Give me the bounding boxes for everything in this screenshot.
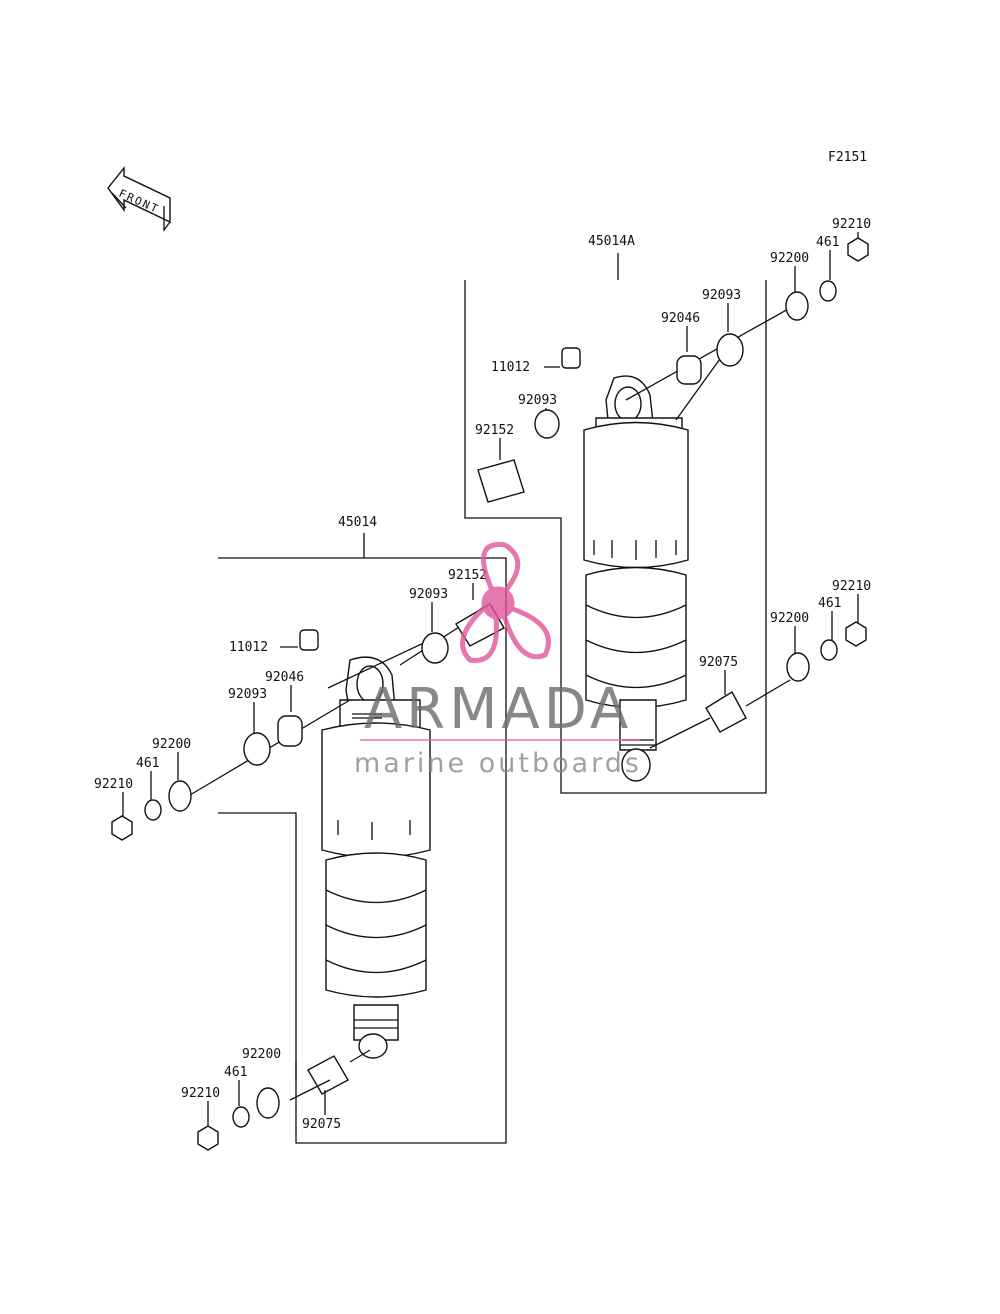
part-label-92046-B: 92046 xyxy=(265,670,304,685)
assembly-45014: 45014 92152 92093 11012 92046 92093 xyxy=(94,515,507,1151)
lock-washer-icon xyxy=(820,639,838,661)
plate-washer-icon xyxy=(786,652,810,682)
front-arrow-icon: FRONT xyxy=(107,166,171,232)
part-label-92093-mid-B: 92093 xyxy=(228,687,267,702)
assembly-45014A: 45014A 92210 461 92200 92093 92 xyxy=(464,217,871,794)
plate-washer-icon xyxy=(256,1087,280,1119)
part-label-92210-bot-A: 92210 xyxy=(832,579,871,594)
part-label-92210-bot-B: 92210 xyxy=(181,1086,220,1101)
part-label-92075-A: 92075 xyxy=(699,655,738,670)
bushing-icon xyxy=(705,691,747,733)
part-label-92075-B: 92075 xyxy=(302,1117,341,1132)
assembly-label-45014A: 45014A xyxy=(588,234,635,249)
sleeve-icon xyxy=(477,459,525,503)
watermark-brand: ARMADA xyxy=(364,677,632,742)
part-label-92152-B: 92152 xyxy=(448,568,487,583)
lock-washer-icon xyxy=(819,280,837,302)
part-label-92210-B: 92210 xyxy=(94,777,133,792)
part-label-461-B: 461 xyxy=(136,756,159,771)
plate-washer-icon xyxy=(785,291,809,321)
lock-washer-icon xyxy=(144,799,162,821)
watermark-tagline: marine outboards xyxy=(354,748,642,779)
part-label-92200-B: 92200 xyxy=(152,737,191,752)
part-label-92210-top-A: 92210 xyxy=(832,217,871,232)
shock-absorber-45014 xyxy=(189,619,471,1059)
hex-bolt-icon xyxy=(845,621,867,647)
part-label-92046-A: 92046 xyxy=(661,311,700,326)
hex-bolt-icon xyxy=(197,1125,219,1151)
part-label-11012-A: 11012 xyxy=(491,360,530,375)
oil-seal-2-icon xyxy=(534,409,560,439)
hex-bolt-icon xyxy=(847,237,869,262)
grease-nipple-icon xyxy=(299,629,319,651)
grease-nipple-icon xyxy=(561,347,581,369)
hex-bolt-icon xyxy=(111,815,133,841)
oil-seal-icon xyxy=(421,632,449,664)
oil-seal-icon xyxy=(716,333,744,367)
part-label-92093-top-A: 92093 xyxy=(702,288,741,303)
assembly-label-45014: 45014 xyxy=(338,515,377,530)
part-label-92093-mid-A: 92093 xyxy=(518,393,557,408)
needle-bearing-icon xyxy=(676,355,702,385)
propeller-logo-icon xyxy=(460,542,551,663)
oil-seal-2-icon xyxy=(243,732,271,766)
part-label-11012-B: 11012 xyxy=(229,640,268,655)
lock-washer-icon xyxy=(232,1106,250,1128)
part-label-461-bot-A: 461 xyxy=(818,596,841,611)
needle-bearing-icon xyxy=(277,715,303,747)
part-label-92093-top-B: 92093 xyxy=(409,587,448,602)
plate-washer-icon xyxy=(168,780,192,812)
part-label-461-top-A: 461 xyxy=(816,235,839,250)
part-label-92200-top-A: 92200 xyxy=(770,251,809,266)
armada-watermark: ARMADA marine outboards xyxy=(354,542,642,779)
part-label-92200-bot-A: 92200 xyxy=(770,611,809,626)
figure-code: F2151 xyxy=(828,150,867,165)
part-label-92200-bot-B: 92200 xyxy=(242,1047,281,1062)
part-label-461-bot-B: 461 xyxy=(224,1065,247,1080)
shock-absorber-45014A xyxy=(583,307,791,782)
part-label-92152-A: 92152 xyxy=(475,423,514,438)
